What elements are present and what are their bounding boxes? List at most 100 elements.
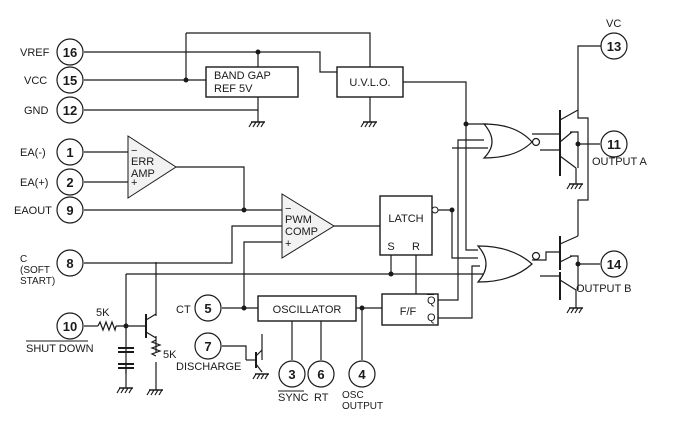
pin-3-label: SYNC <box>278 392 309 404</box>
oscillator-block: OSCILLATOR <box>257 295 357 322</box>
svg-text:11: 11 <box>607 137 621 152</box>
svg-text:12: 12 <box>63 103 77 118</box>
pwm-plus: + <box>285 238 291 250</box>
svg-text:8: 8 <box>66 256 73 271</box>
pin-5: 5 <box>194 294 222 322</box>
latch-s-label: S <box>387 241 394 253</box>
pin-2-label: EA(+) <box>20 177 48 189</box>
pin-9-label: EAOUT <box>14 205 52 217</box>
oscillator-label: OSCILLATOR <box>273 304 342 316</box>
ground-icon <box>116 387 133 394</box>
ground-icon <box>566 307 583 314</box>
svg-text:9: 9 <box>66 203 73 218</box>
ff-q-label: Q <box>427 312 436 324</box>
pin-6-label: RT <box>314 392 329 404</box>
pin-5-label: CT <box>176 304 191 316</box>
junction-dots <box>123 49 581 329</box>
pin-9: 9 <box>56 196 84 224</box>
svg-text:14: 14 <box>607 257 622 272</box>
bandgap-label-2: REF 5V <box>214 83 253 95</box>
ground-icon <box>566 183 583 190</box>
pin-8-label-box: C (SOFT START) <box>20 254 56 287</box>
pin-13: 13 <box>600 32 628 60</box>
pin-4-label: OSC OUTPUT <box>342 390 384 412</box>
latch-block: LATCH S R <box>379 195 439 256</box>
r-shutdown-label: 5K <box>96 307 110 319</box>
bandgap-label-1: BAND GAP <box>214 70 271 82</box>
err-amp-plus: + <box>131 177 137 189</box>
ff-qbar-label: Q <box>427 295 436 307</box>
ground-icon <box>360 121 377 128</box>
pin-7: 7 <box>194 332 222 360</box>
pwm-label-2: COMP <box>285 226 318 238</box>
err-amp-minus: − <box>131 145 137 157</box>
svg-text:2: 2 <box>66 175 73 190</box>
discharge-transistor <box>246 349 263 373</box>
transistor-out-b-lower <box>559 272 577 300</box>
svg-text:13: 13 <box>607 39 621 54</box>
latch-inverter-bubble <box>431 206 439 214</box>
pwm-label-1: PWM <box>285 214 312 226</box>
svg-text:7: 7 <box>204 339 211 354</box>
pin-12-label: GND <box>24 105 49 117</box>
svg-text:10: 10 <box>63 319 77 334</box>
svg-text:5: 5 <box>204 301 211 316</box>
flipflop-block: F/F Q Q <box>381 293 439 326</box>
pin-4: 4 <box>348 360 376 388</box>
ff-label: F/F <box>400 306 417 318</box>
uvlo-label: U.V.L.O. <box>349 77 390 89</box>
r-softstart-label: 5K <box>163 349 177 361</box>
pwm-minus: − <box>285 203 291 215</box>
pin-13-label: VC <box>606 18 621 30</box>
pin-11: 11 <box>600 130 628 158</box>
pin-16: 16 <box>56 38 84 66</box>
pin-1: 1 <box>56 138 84 166</box>
transistor-out-b-upper <box>559 235 579 270</box>
uvlo-block: U.V.L.O. <box>336 66 404 98</box>
pwm-comparator: − + PWM COMP <box>281 193 335 259</box>
latch-r-label: R <box>412 241 420 253</box>
err-amp-label-2: AMP <box>131 168 155 180</box>
svg-text:16: 16 <box>63 45 77 60</box>
pin-8-label: C (SOFT START) <box>20 254 56 287</box>
svg-text:6: 6 <box>317 367 324 382</box>
pin-15: 15 <box>56 66 84 94</box>
capacitors <box>118 347 134 369</box>
wires <box>84 32 614 390</box>
nor-gate-b <box>476 245 541 283</box>
pin-7-label: DISCHARGE <box>176 361 241 373</box>
pin-3: 3 <box>278 360 306 388</box>
pin-16-label: VREF <box>20 47 50 59</box>
ground-icon <box>248 121 265 128</box>
pin-11-label: OUTPUT A <box>592 156 647 168</box>
pin-12: 12 <box>56 96 84 124</box>
nor-b-bubble <box>531 251 541 261</box>
transistor-out-a-upper <box>559 109 579 150</box>
ground-icon <box>252 373 269 380</box>
transistor-out-a-lower <box>559 150 577 176</box>
resistor-shutdown: 5K <box>96 307 117 333</box>
svg-text:4: 4 <box>358 367 366 382</box>
ground-symbols <box>116 121 583 396</box>
pin-10-label: SHUT DOWN <box>26 343 94 355</box>
bandgap-block: BAND GAP REF 5V <box>205 66 299 98</box>
svg-text:1: 1 <box>66 145 73 160</box>
pin-10: 10 <box>56 312 84 340</box>
pin-14: 14 <box>600 250 628 278</box>
nor-a-bubble <box>531 137 541 147</box>
svg-text:15: 15 <box>63 73 77 88</box>
pin-4-label-box: OSC OUTPUT <box>342 390 384 412</box>
pin-1-label: EA(-) <box>20 147 46 159</box>
ground-icon <box>146 389 163 396</box>
pin-8: 8 <box>56 249 84 277</box>
pin-2: 2 <box>56 168 84 196</box>
error-amplifier: − + ERR AMP <box>127 135 177 199</box>
pin-14-label: OUTPUT B <box>576 283 631 295</box>
resistor-softstart: 5K <box>150 339 177 361</box>
pin-6: 6 <box>307 360 335 388</box>
pin-15-label: VCC <box>24 75 47 87</box>
svg-text:3: 3 <box>288 367 295 382</box>
nor-gate-a <box>482 123 541 159</box>
err-amp-label-1: ERR <box>131 156 154 168</box>
